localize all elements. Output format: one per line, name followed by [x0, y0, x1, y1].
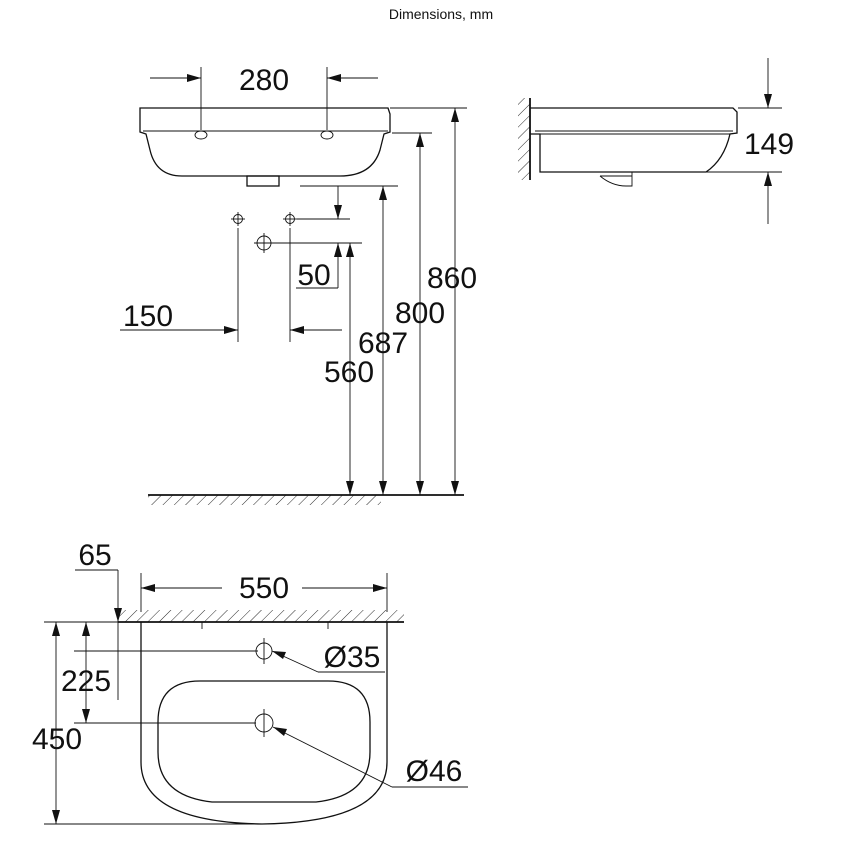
dim-height-fixing: 687 — [358, 327, 408, 360]
basin-front-outline — [139, 107, 391, 177]
basin-side-outline — [530, 107, 738, 173]
basin-plan-outline — [140, 622, 388, 825]
tap-hole-left — [194, 130, 208, 140]
dim-height-rim: 860 — [427, 262, 477, 295]
wall-hatch-side — [518, 98, 530, 180]
dim-projection: 450 — [32, 723, 82, 756]
tap-hole-right — [320, 130, 334, 140]
dim-wall-offset: 65 — [78, 539, 111, 572]
dim-height-waste: 560 — [324, 356, 374, 389]
dim-tap-hole-diameter: Ø35 — [324, 641, 381, 674]
dim-width: 550 — [239, 572, 289, 605]
dim-to-waste: 225 — [61, 665, 111, 698]
floor-hatch — [148, 495, 381, 505]
waste-outlet — [246, 175, 280, 187]
wall-hatch-plan — [118, 610, 404, 622]
dim-height-underside: 800 — [395, 297, 445, 330]
dim-waste-diameter: Ø46 — [406, 755, 463, 788]
front-view: 280 150 50 — [120, 64, 477, 505]
drawing-title: Dimensions, mm — [389, 6, 493, 22]
basin-bowl — [157, 680, 371, 803]
side-view: 149 — [518, 58, 794, 224]
dim-bolt-spacing: 150 — [123, 300, 173, 333]
dim-depth: 149 — [744, 128, 794, 161]
dim-tap-spacing: 280 — [239, 64, 289, 97]
fixing-bolt-left — [231, 212, 245, 226]
fixing-bolt-right — [283, 212, 297, 226]
plan-view: Ø35 Ø46 550 65 225 450 — [32, 539, 468, 825]
dim-waste-offset: 50 — [297, 259, 330, 292]
waste-connection — [254, 233, 274, 253]
